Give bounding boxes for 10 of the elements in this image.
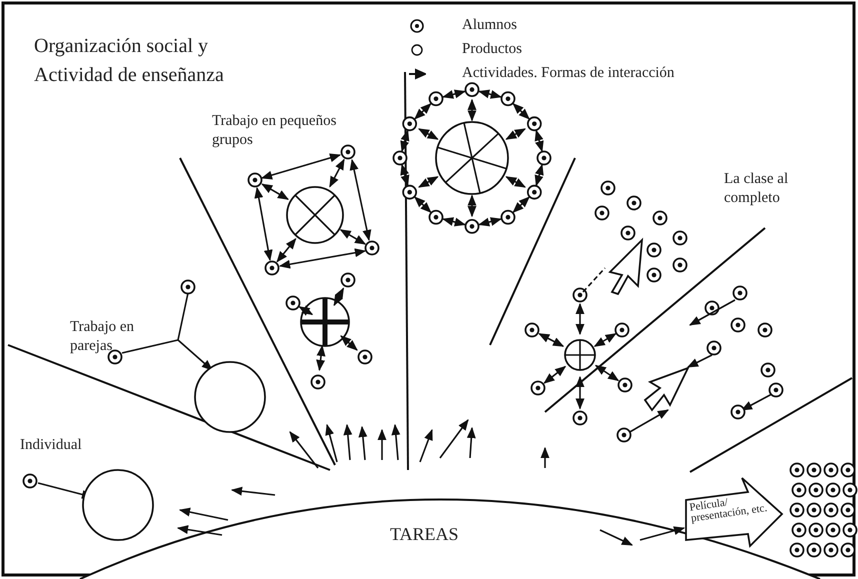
center-label: TAREAS	[390, 525, 460, 544]
legend-label: Alumnos	[462, 16, 518, 35]
section-label: Trabajo en parejas	[70, 318, 136, 356]
section-label: Trabajo en pequeños grupos	[212, 112, 338, 150]
diagram-title: Organización social y Actividad de enseñanza	[34, 34, 225, 88]
section-label: La clase al completo	[724, 170, 790, 208]
arrow-label: Película/ presentación, etc.	[688, 495, 769, 525]
legend-label: Actividades. Formas de interacción	[462, 64, 674, 83]
section-label: Individual	[20, 436, 83, 455]
legend-label: Productos	[462, 40, 522, 59]
